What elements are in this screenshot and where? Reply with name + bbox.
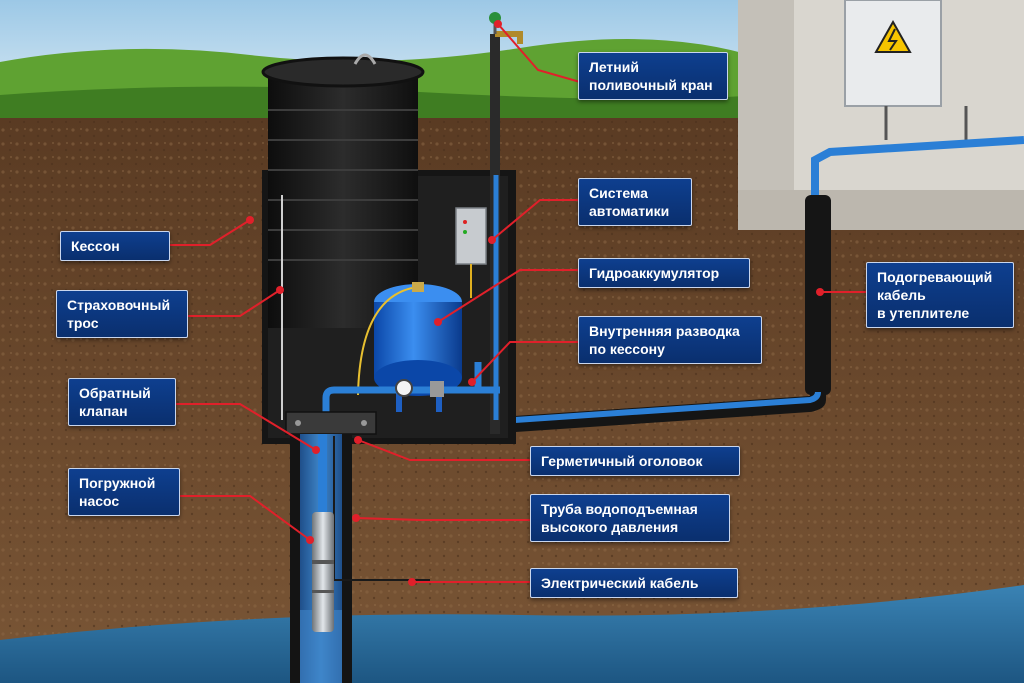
label-check-valve: Обратный клапан (68, 378, 176, 426)
pressure-gauge (395, 379, 413, 397)
house-inlet-pipe (811, 136, 1024, 200)
label-riser-pipe-line2: высокого давления (541, 519, 679, 535)
label-safety-rope-line1: Страховочный (67, 297, 171, 313)
leader-dots (246, 20, 824, 586)
leader-lines (170, 23, 870, 583)
label-safety-rope: Страховочный трос (56, 290, 188, 338)
label-submersible-pump: Погружной насос (68, 468, 180, 516)
label-heating-cable-line3: в утеплителе (877, 305, 970, 321)
label-sealed-head-line1: Герметичный оголовок (541, 453, 703, 469)
label-accumulator-line1: Гидроаккумулятор (589, 265, 720, 281)
label-sealed-head: Герметичный оголовок (530, 446, 740, 476)
lid-handle (353, 53, 377, 65)
summer-tap (495, 31, 523, 44)
heating-cable-pipe (514, 391, 821, 423)
label-safety-rope-line2: трос (67, 315, 99, 331)
label-accumulator: Гидроаккумулятор (578, 258, 750, 288)
submersible-pump (312, 512, 334, 632)
label-internal-piping-line1: Внутренняя разводка (589, 323, 740, 339)
label-summer-tap-line2: поливочный кран (589, 77, 713, 93)
label-automation: Система автоматики (578, 178, 692, 226)
label-riser-pipe: Труба водоподъемная высокого давления (530, 494, 730, 542)
label-heating-cable: Подогревающий кабель в утеплителе (866, 262, 1014, 328)
label-heating-cable-line1: Подогревающий (877, 269, 993, 285)
label-internal-piping-line2: по кессону (589, 341, 665, 357)
caisson-neck (268, 78, 418, 328)
label-heating-cable-line2: кабель (877, 287, 926, 303)
label-internal-piping: Внутренняя разводка по кессону (578, 316, 762, 364)
label-electric-cable: Электрический кабель (530, 568, 738, 598)
internal-piping (322, 362, 500, 420)
label-summer-tap: Летний поливочный кран (578, 52, 728, 100)
caisson-lid (261, 56, 425, 88)
label-submersible-pump-line2: насос (79, 493, 120, 509)
label-automation-line1: Система (589, 185, 648, 201)
automation-box (455, 207, 487, 265)
high-voltage-icon (874, 19, 912, 53)
label-submersible-pump-line1: Погружной (79, 475, 156, 491)
riser-pipe (318, 434, 327, 514)
label-riser-pipe-line1: Труба водоподъемная (541, 501, 698, 517)
label-caisson-line1: Кессон (71, 238, 120, 254)
label-check-valve-line2: клапан (79, 403, 128, 419)
label-caisson: Кессон (60, 231, 170, 261)
label-summer-tap-line1: Летний (589, 59, 639, 75)
label-check-valve-line1: Обратный (79, 385, 151, 401)
groundwater (0, 585, 1024, 683)
label-automation-line2: автоматики (589, 203, 670, 219)
label-electric-cable-line1: Электрический кабель (541, 575, 699, 591)
